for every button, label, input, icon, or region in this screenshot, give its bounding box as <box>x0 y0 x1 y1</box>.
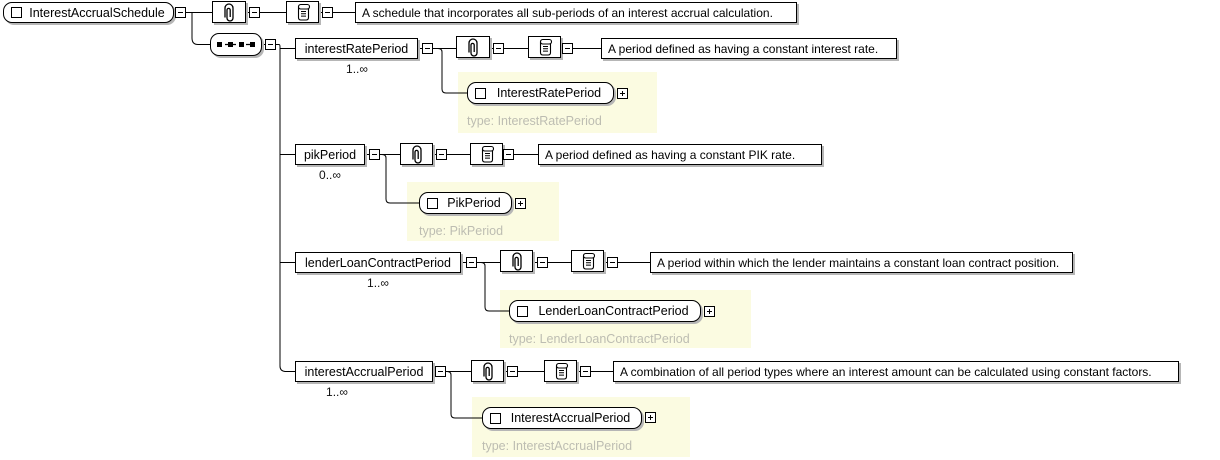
sequence-compositor[interactable] <box>210 33 262 56</box>
element-icon <box>517 305 528 317</box>
annotation-node[interactable] <box>400 143 433 165</box>
type-element-lender-loan-contract-period[interactable]: LenderLoanContractPeriod <box>509 300 701 322</box>
element-label: interestRatePeriod <box>304 41 409 56</box>
element-icon <box>475 87 486 99</box>
paperclip-icon <box>468 37 478 57</box>
documentation-node[interactable] <box>286 1 319 23</box>
annotation-node[interactable] <box>471 360 504 382</box>
type-element-pik-period[interactable]: PikPeriod <box>419 192 512 214</box>
collapse-toggle[interactable] <box>265 39 276 50</box>
collapse-toggle[interactable] <box>503 149 514 160</box>
annotation-node[interactable] <box>456 36 490 58</box>
collapse-toggle[interactable] <box>493 43 504 54</box>
expand-toggle[interactable] <box>704 306 715 317</box>
collapse-toggle[interactable] <box>607 257 618 268</box>
element-interest-accrual-schedule[interactable]: InterestAccrualSchedule <box>3 2 174 23</box>
element-lender-loan-contract-period[interactable]: lenderLoanContractPeriod <box>295 252 461 273</box>
documentation-text: A schedule that incorporates all sub-per… <box>355 2 797 23</box>
collapse-toggle[interactable] <box>562 43 573 54</box>
element-pik-period[interactable]: pikPeriod <box>295 144 365 165</box>
documentation-node[interactable] <box>571 250 604 272</box>
element-label: pikPeriod <box>303 147 357 162</box>
collapse-toggle[interactable] <box>175 7 186 18</box>
collapse-toggle[interactable] <box>435 366 446 377</box>
type-caption: type: InterestAccrualPeriod <box>482 439 633 453</box>
type-label: LenderLoanContractPeriod <box>538 304 689 318</box>
scroll-icon <box>481 145 494 163</box>
type-caption: type: InterestRatePeriod <box>467 114 602 128</box>
type-caption: type: PikPeriod <box>419 224 504 238</box>
occurrence-label: 1..∞ <box>346 62 368 76</box>
collapse-toggle[interactable] <box>466 257 477 268</box>
documentation-text: A combination of all period types where … <box>613 361 1179 382</box>
type-element-interest-rate-period[interactable]: InterestRatePeriod <box>467 82 614 104</box>
annotation-node[interactable] <box>212 1 246 23</box>
annotation-node[interactable] <box>500 250 533 272</box>
element-label: lenderLoanContractPeriod <box>305 255 451 270</box>
type-caption: type: LenderLoanContractPeriod <box>509 332 690 346</box>
collapse-toggle[interactable] <box>537 257 548 268</box>
type-label: InterestRatePeriod <box>496 86 602 100</box>
paperclip-icon <box>411 144 422 164</box>
type-label: PikPeriod <box>447 196 501 210</box>
occurrence-label: 1..∞ <box>367 276 389 290</box>
occurrence-label: 0..∞ <box>319 168 341 182</box>
sequence-icon <box>217 42 255 47</box>
collapse-toggle[interactable] <box>249 7 260 18</box>
expand-toggle[interactable] <box>617 88 628 99</box>
paperclip-icon <box>511 251 522 271</box>
collapse-toggle[interactable] <box>507 366 518 377</box>
type-label: InterestAccrualPeriod <box>510 411 631 425</box>
scroll-icon <box>582 252 595 270</box>
element-label: interestAccrualPeriod <box>304 364 424 379</box>
documentation-text: A period defined as having a constant in… <box>601 38 897 59</box>
expand-toggle[interactable] <box>515 198 526 209</box>
documentation-node[interactable] <box>528 36 561 58</box>
paperclip-icon <box>224 2 234 22</box>
collapse-toggle[interactable] <box>322 7 333 18</box>
element-interest-rate-period[interactable]: interestRatePeriod <box>295 38 418 59</box>
element-interest-accrual-period[interactable]: interestAccrualPeriod <box>295 361 433 382</box>
documentation-text: A period within which the lender maintai… <box>650 252 1073 273</box>
element-icon <box>427 197 438 209</box>
type-element-interest-accrual-period[interactable]: InterestAccrualPeriod <box>482 407 642 429</box>
documentation-node[interactable] <box>470 143 503 165</box>
element-icon <box>11 7 22 18</box>
expand-toggle[interactable] <box>645 412 656 423</box>
scroll-icon <box>555 362 568 380</box>
scroll-icon <box>297 3 310 21</box>
documentation-node[interactable] <box>544 360 577 382</box>
paperclip-icon <box>482 361 493 381</box>
element-icon <box>490 412 501 424</box>
element-label: InterestAccrualSchedule <box>29 5 165 20</box>
collapse-toggle[interactable] <box>422 43 433 54</box>
collapse-toggle[interactable] <box>436 149 447 160</box>
scroll-icon <box>539 38 552 56</box>
occurrence-label: 1..∞ <box>326 385 348 399</box>
documentation-text: A period defined as having a constant PI… <box>538 144 822 165</box>
collapse-toggle[interactable] <box>369 149 380 160</box>
collapse-toggle[interactable] <box>580 366 591 377</box>
